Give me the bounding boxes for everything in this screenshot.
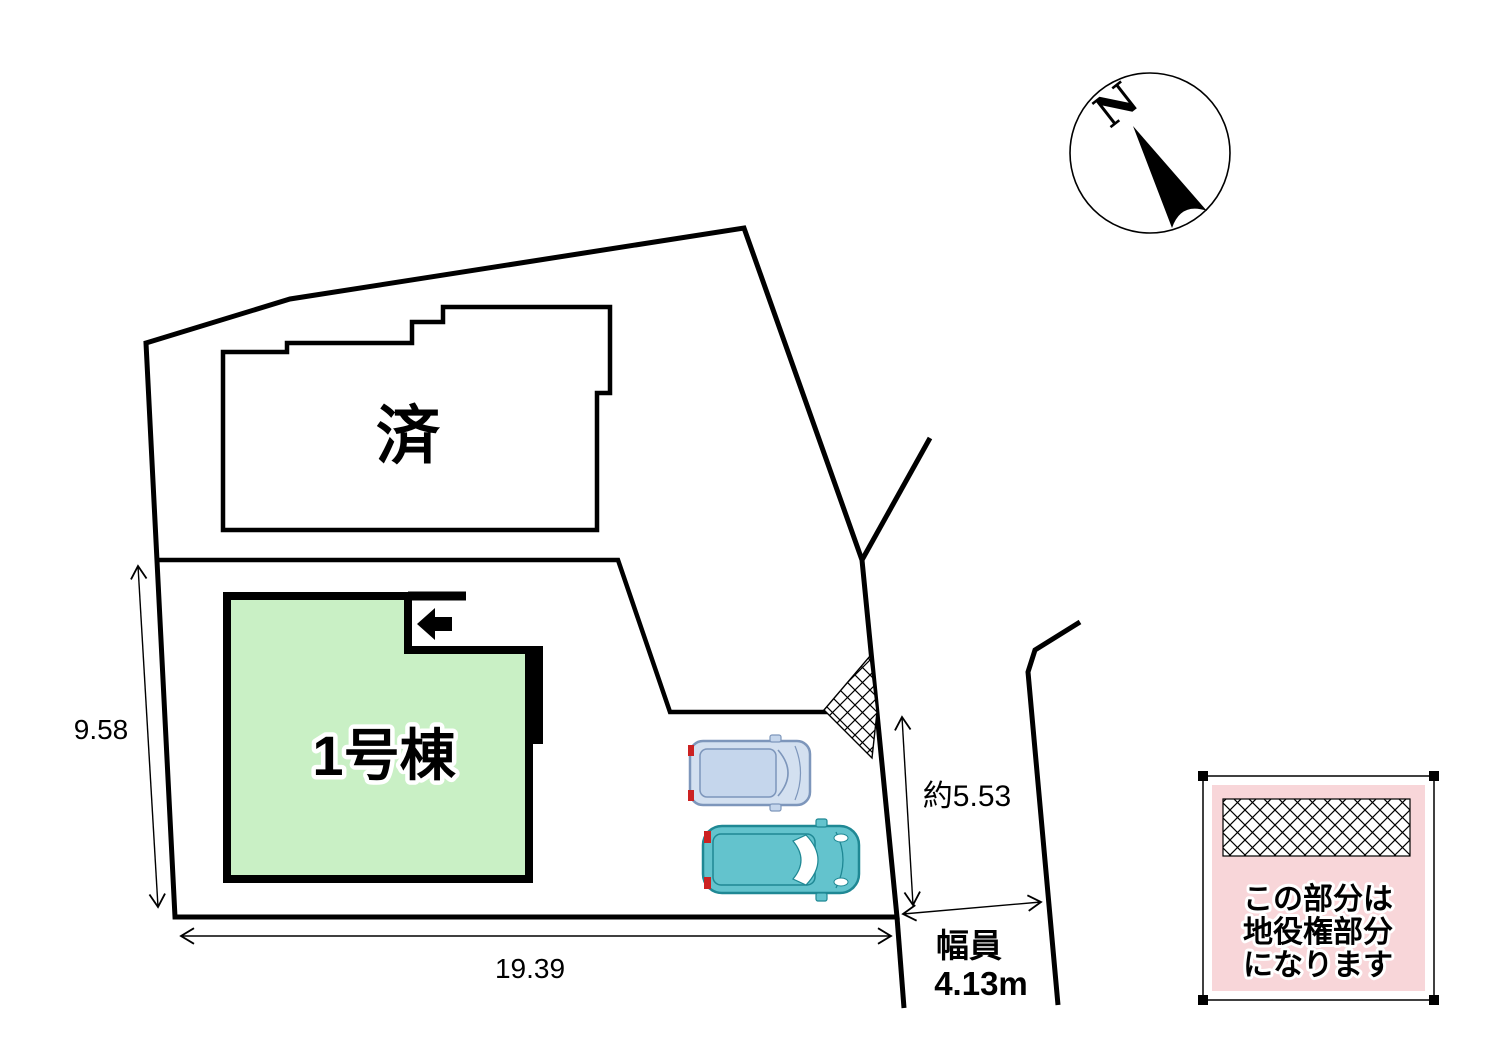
legend-hatch-pattern <box>1223 799 1410 856</box>
road-width-value: 4.13m <box>934 965 1028 1002</box>
sold-building-label: 済 <box>376 400 441 472</box>
dimension-right-label: 約5.53 <box>923 780 1011 813</box>
boundary-spur-line <box>859 436 933 562</box>
road-edge-line <box>1025 619 1082 1006</box>
car-hatchback-icon <box>701 818 861 902</box>
car-minivan-icon <box>688 734 812 812</box>
legend-corner-mark <box>1429 771 1439 781</box>
road-width-title: 幅員 <box>936 927 1002 964</box>
dimension-right: 約5.53 <box>894 715 1011 907</box>
legend-text-line1: この部分は <box>1243 882 1393 916</box>
sold-building-outline <box>220 304 613 533</box>
road-width-dimension: 幅員 4.13m <box>901 894 1043 1002</box>
unit1-thick-wall <box>533 646 543 744</box>
dimension-right-arrow <box>894 715 921 907</box>
dimension-left-arrow <box>130 564 166 909</box>
legend-text-line2: 地役権部分 <box>1243 915 1393 949</box>
entrance-arrow-icon <box>417 608 452 640</box>
legend-corner-mark <box>1429 995 1439 1005</box>
easement-hatch-area <box>823 654 878 760</box>
easement-legend: この部分は 地役権部分 になります <box>1198 771 1439 1005</box>
lot-division-line <box>157 557 877 715</box>
legend-corner-mark <box>1198 995 1208 1005</box>
unit1-building-label: 1号棟 <box>312 724 456 787</box>
boundary-extension-line <box>894 916 907 1009</box>
road-width-arrow <box>901 894 1043 922</box>
legend-corner-mark <box>1198 771 1208 781</box>
sold-building: 済 <box>220 304 613 533</box>
north-compass: N <box>1069 72 1231 234</box>
dimension-bottom: 19.39 <box>179 927 893 984</box>
dimension-left-label: 9.58 <box>74 714 129 745</box>
plot-boundary <box>143 225 933 1009</box>
north-needle-icon <box>1133 126 1207 228</box>
dimension-left: 9.58 <box>74 564 166 909</box>
legend-text-line3: になります <box>1243 949 1393 982</box>
unit1-building: 1号棟 <box>223 591 543 883</box>
dimension-bottom-label: 19.39 <box>495 953 565 984</box>
